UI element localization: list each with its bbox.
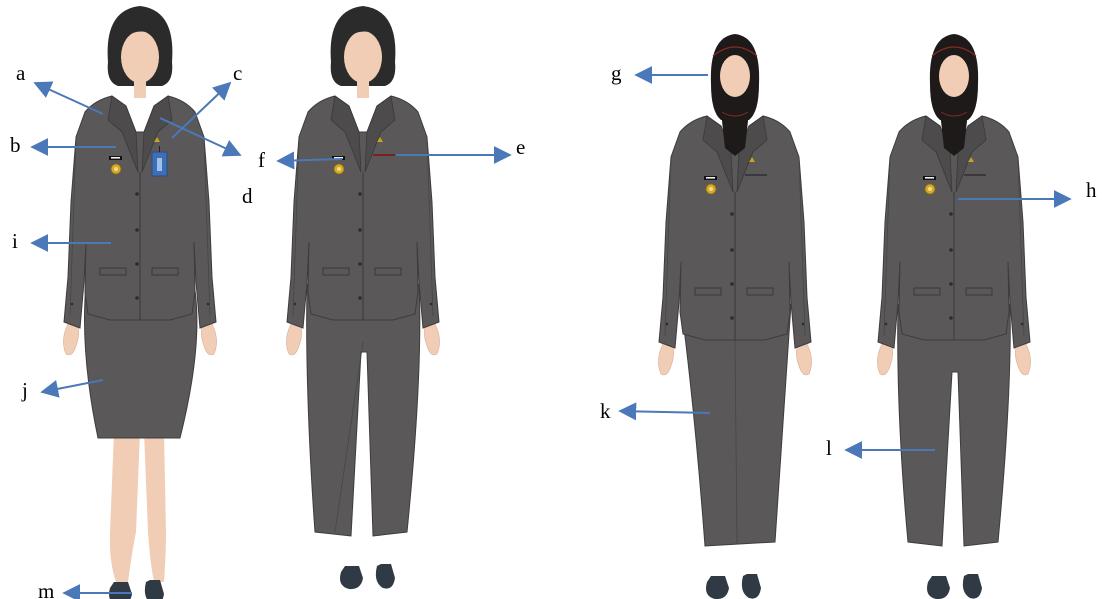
label-d: d <box>242 184 253 208</box>
label-e: e <box>516 135 525 159</box>
label-h: h <box>1086 178 1097 202</box>
label-i: i <box>12 229 18 253</box>
label-c: c <box>233 61 242 85</box>
arrow-a <box>35 83 103 114</box>
figure-2-trouser-uniform <box>286 6 439 589</box>
label-m: m <box>38 579 54 599</box>
label-g: g <box>611 61 622 85</box>
figure-3-hijab-skirt-uniform <box>658 34 811 599</box>
label-j: j <box>21 378 28 402</box>
label-k: k <box>600 399 611 423</box>
label-l: l <box>826 436 832 460</box>
label-b: b <box>10 133 21 157</box>
figure-1-skirt-uniform <box>63 6 216 599</box>
label-a: a <box>16 61 26 85</box>
figure-4-hijab-trouser-uniform <box>877 34 1030 599</box>
label-f: f <box>258 148 265 172</box>
